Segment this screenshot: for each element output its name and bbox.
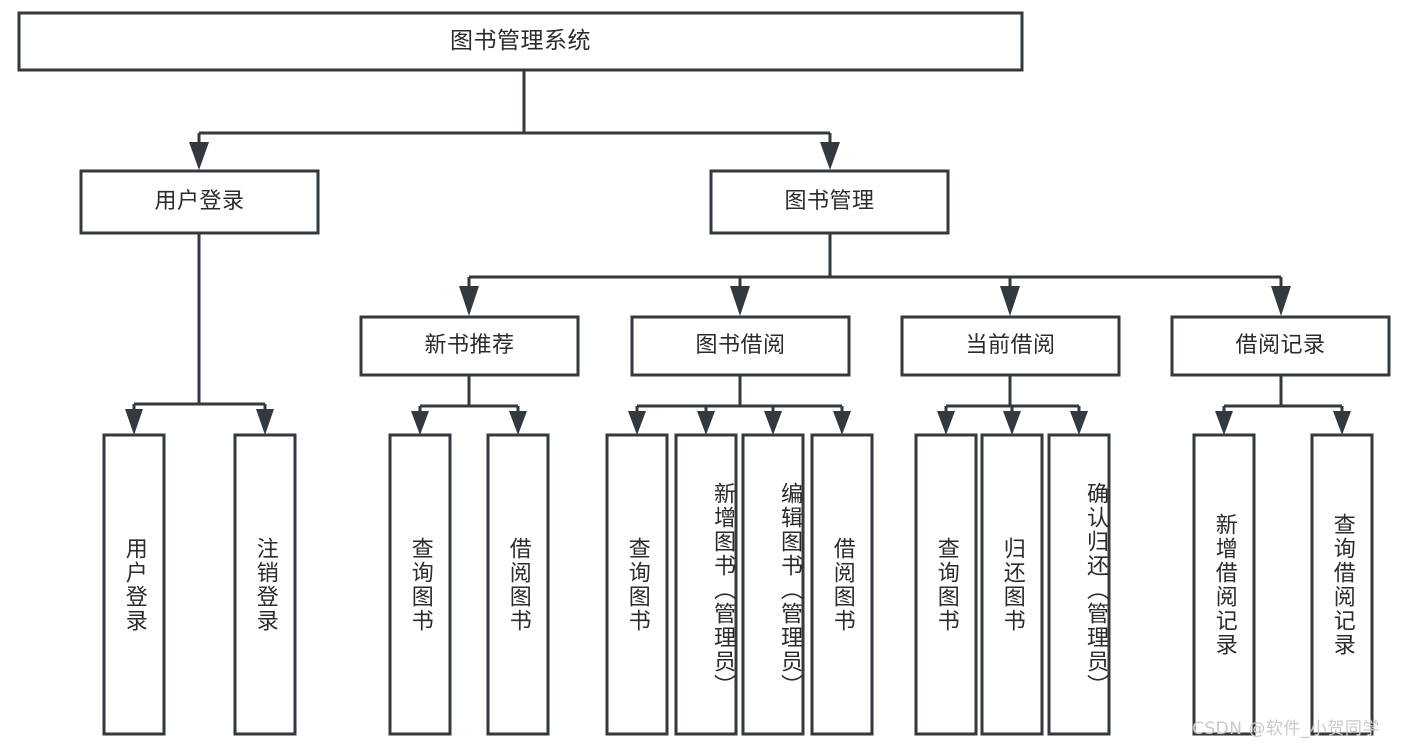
arrowhead-leaf-query-book-3 bbox=[937, 411, 955, 435]
arrowhead-leaf-add-book bbox=[697, 411, 715, 435]
node-leaf-query-record-box[interactable] bbox=[1310, 433, 1374, 736]
node-leaf-edit-book-box[interactable] bbox=[741, 433, 805, 736]
arrowhead-leaf-user-logout bbox=[256, 409, 274, 435]
node-book-management-box[interactable] bbox=[709, 169, 950, 235]
arrowhead-leaf-confirm-return bbox=[1070, 411, 1088, 435]
node-leaf-borrow-book-1-box[interactable] bbox=[486, 433, 550, 736]
node-leaf-borrow-book-2-box[interactable] bbox=[810, 433, 874, 736]
node-leaf-confirm-return-box[interactable] bbox=[1047, 433, 1111, 736]
node-leaf-query-book-1-box[interactable] bbox=[388, 433, 452, 736]
arrowhead-leaf-query-book-2 bbox=[628, 411, 646, 435]
node-leaf-user-logout-box[interactable] bbox=[233, 433, 297, 736]
arrowhead-leaf-borrow-book-1 bbox=[509, 411, 527, 435]
csdn-watermark: CSDN @软件_小贺同学 bbox=[1192, 719, 1380, 739]
node-current-borrow-box[interactable] bbox=[900, 315, 1121, 377]
arrowhead-to-borrow-record bbox=[1271, 286, 1291, 316]
node-root-box[interactable] bbox=[17, 11, 1024, 72]
node-leaf-user-login-box[interactable] bbox=[102, 433, 166, 736]
arrowhead-to-book-borrow bbox=[730, 286, 750, 316]
node-book-borrow-box[interactable] bbox=[630, 315, 851, 377]
arrowhead-to-new-book-recommend bbox=[459, 286, 479, 316]
node-leaf-query-book-3-box[interactable] bbox=[914, 433, 978, 736]
arrowhead-leaf-query-record bbox=[1333, 411, 1351, 435]
arrowhead-leaf-borrow-book-2 bbox=[833, 411, 851, 435]
node-user-login-box[interactable] bbox=[79, 169, 320, 235]
arrowhead-leaf-user-login bbox=[125, 409, 143, 435]
arrowhead-to-user-login bbox=[189, 142, 209, 170]
node-leaf-add-record-box[interactable] bbox=[1192, 433, 1256, 736]
node-leaf-query-book-2-box[interactable] bbox=[605, 433, 669, 736]
node-leaf-add-book-box[interactable] bbox=[674, 433, 738, 736]
arrowhead-to-book-management bbox=[820, 142, 840, 170]
node-new-book-recommend-box[interactable] bbox=[359, 315, 580, 377]
arrowhead-leaf-query-book-1 bbox=[411, 411, 429, 435]
arrowhead-leaf-add-record bbox=[1215, 411, 1233, 435]
node-borrow-record-box[interactable] bbox=[1170, 315, 1391, 377]
arrowhead-to-current-borrow bbox=[1000, 286, 1020, 316]
arrowhead-leaf-return-book bbox=[1003, 411, 1021, 435]
node-leaf-return-book-box[interactable] bbox=[980, 433, 1044, 736]
arrowhead-leaf-edit-book bbox=[764, 411, 782, 435]
